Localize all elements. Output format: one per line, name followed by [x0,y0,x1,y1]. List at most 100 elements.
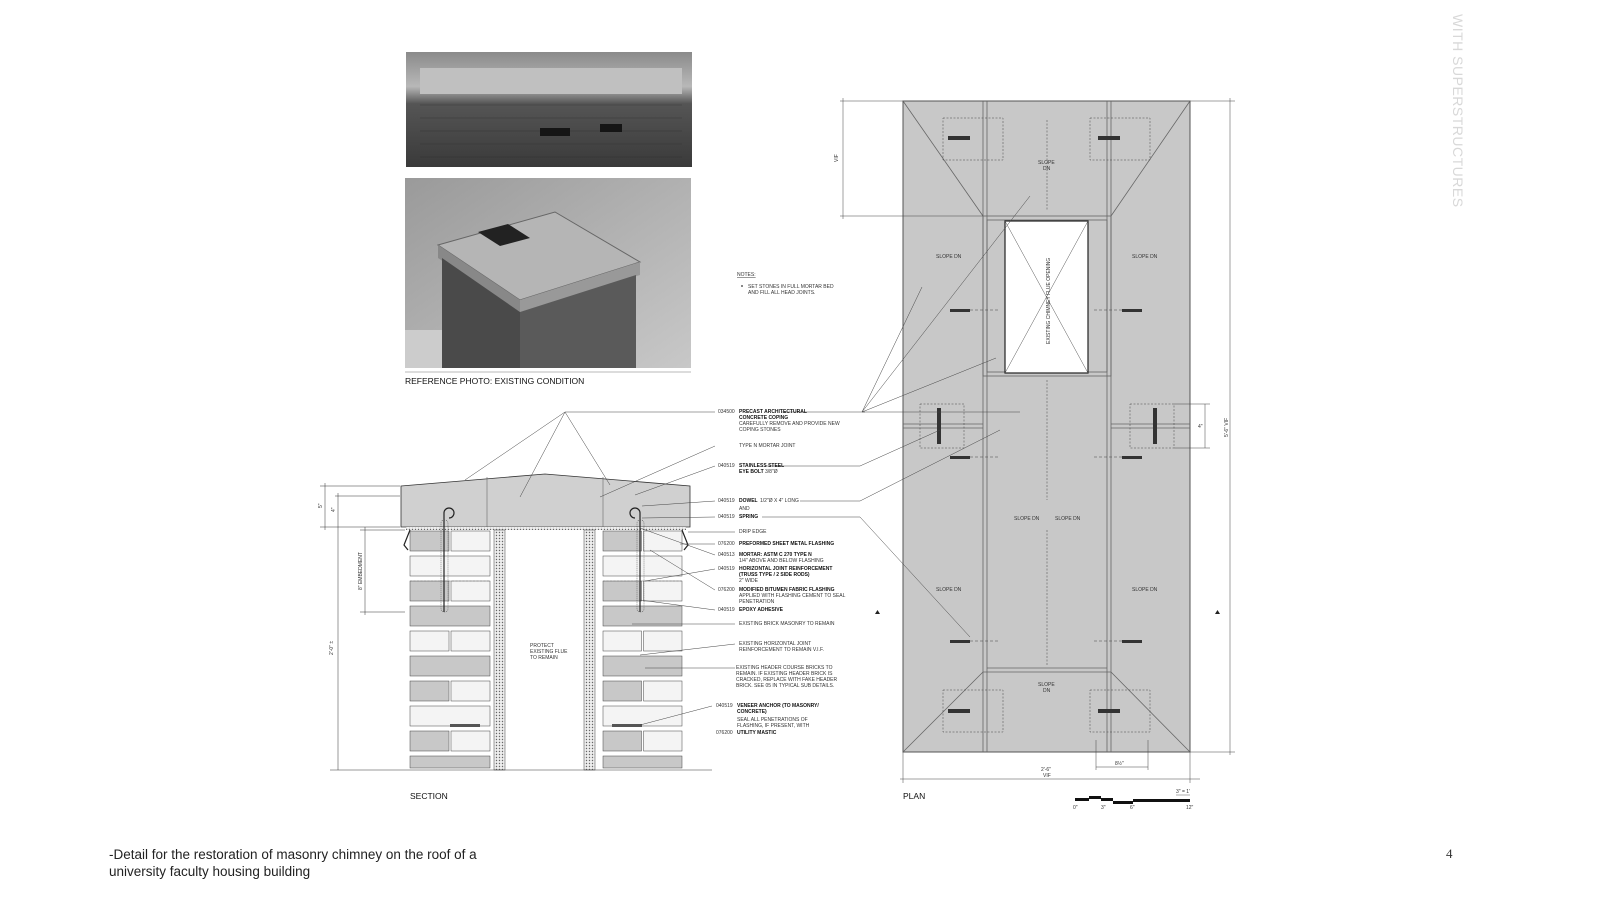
svg-text:EXISTING HEADER COURSE BRICKS: EXISTING HEADER COURSE BRICKS TO [736,665,833,671]
flue-note: EXISTING FLUE [530,649,568,655]
svg-text:040519: 040519 [716,703,733,709]
svg-text:2" WIDE: 2" WIDE [739,578,759,584]
page-number: 4 [1446,846,1453,861]
svg-text:040513: 040513 [718,552,735,558]
photo-caption: REFERENCE PHOTO: EXISTING CONDITION [405,376,584,386]
svg-text:DOWEL: DOWEL [739,498,758,504]
notes-heading: NOTES: [737,272,756,278]
svg-text:1/4" ABOVE AND BELOW FLASHING: 1/4" ABOVE AND BELOW FLASHING [739,558,824,564]
brick [450,630,491,652]
svg-text:FLASHING, IF PRESENT, WITH: FLASHING, IF PRESENT, WITH [737,723,810,729]
brick [450,580,491,602]
svg-text:CAREFULLY REMOVE AND PROVIDE N: CAREFULLY REMOVE AND PROVIDE NEW [739,421,840,427]
annotation-list: 034500 PRECAST ARCHITECTURAL CONCRETE COP… [716,409,846,736]
svg-text:040519: 040519 [718,607,735,613]
svg-text:040519: 040519 [718,498,735,504]
svg-text:034500: 034500 [718,409,735,415]
brick [450,680,491,702]
svg-text:VIF: VIF [834,154,840,162]
slide-caption: -Detail for the restoration of masonry c… [109,846,477,880]
svg-text:1/2"Ø X 4" LONG: 1/2"Ø X 4" LONG [760,498,799,504]
svg-text:APPLIED WITH FLASHING CEMENT T: APPLIED WITH FLASHING CEMENT TO SEAL [739,593,846,599]
svg-text:VENEER ANCHOR (TO MASONRY/: VENEER ANCHOR (TO MASONRY/ [737,703,819,709]
svg-text:CRACKED, REPLACE WITH FAKE HEA: CRACKED, REPLACE WITH FAKE HEADER [736,677,838,683]
svg-text:TYPE N MORTAR JOINT: TYPE N MORTAR JOINT [739,443,795,449]
brick [409,630,450,652]
brick [409,580,450,602]
svg-text:076200: 076200 [716,730,733,736]
brick [409,530,450,552]
svg-text:REINFORCEMENT TO REMAIN V.I.F.: REINFORCEMENT TO REMAIN V.I.F. [739,647,824,653]
svg-text:SLOPE DN: SLOPE DN [1055,516,1081,522]
svg-text:BRICK. SEE 05 IN TYPICAL SUB D: BRICK. SEE 05 IN TYPICAL SUB DETAILS. [736,683,834,689]
brick [602,755,683,769]
brick [602,605,683,627]
svg-text:UTILITY MASTIC: UTILITY MASTIC [737,730,777,736]
svg-text:SLOPE DN: SLOPE DN [1132,587,1158,593]
svg-text:PREFORMED SHEET METAL FLASHING: PREFORMED SHEET METAL FLASHING [739,541,834,547]
brick [409,605,491,627]
svg-text:3" = 1': 3" = 1' [1176,789,1190,795]
svg-text:MORTAR: ASTM C 270 TYPE N: MORTAR: ASTM C 270 TYPE N [739,552,812,558]
brick [409,680,450,702]
brick [602,730,642,752]
svg-text:VIF: VIF [1043,773,1051,779]
svg-text:0": 0" [1073,805,1078,811]
svg-text:SLOPE DN: SLOPE DN [1132,254,1158,260]
svg-text:COPING STONES: COPING STONES [739,427,781,433]
note-line: AND FILL ALL HEAD JOINTS. [748,290,815,296]
svg-text:DRIP EDGE: DRIP EDGE [739,529,767,535]
svg-text:5'-6" VIF: 5'-6" VIF [1224,418,1230,437]
brick [409,730,450,752]
side-title: WITH SUPERSTRUCTURES [1450,14,1466,208]
caption-line: university faculty housing building [109,864,311,879]
svg-text:SPRING: SPRING [739,514,758,520]
dim-5in: 5" [318,503,324,508]
flue-note: TO REMAIN [530,655,558,661]
svg-text:(TRUSS TYPE / 2 SIDE RODS): (TRUSS TYPE / 2 SIDE RODS) [739,572,810,578]
brick [409,655,491,677]
svg-text:SLOPE DN: SLOPE DN [936,587,962,593]
note-line: SET STONES IN FULL MORTAR BED [748,284,834,290]
svg-text:DN: DN [1043,166,1051,172]
brick [450,730,491,752]
svg-text:8½": 8½" [1115,760,1124,767]
brick [643,730,683,752]
svg-text:CONCRETE COPING: CONCRETE COPING [739,415,788,421]
brick [602,655,683,677]
svg-text:12": 12" [1186,805,1194,811]
svg-text:3": 3" [1101,805,1106,811]
svg-text:SLOPE DN: SLOPE DN [936,254,962,260]
svg-text:HORIZONTAL JOINT REINFORCEMENT: HORIZONTAL JOINT REINFORCEMENT [739,566,832,572]
brick [602,705,683,727]
svg-text:EPOXY ADHESIVE: EPOXY ADHESIVE [739,607,784,613]
brick [450,530,491,552]
section-drawing: 5" 4" 8" EMBEDMENT 2'-0" ± PROTECT EXIST… [318,411,865,771]
reference-photo-top [406,52,692,167]
svg-text:040519: 040519 [718,463,735,469]
svg-text:PENETRATION: PENETRATION [739,599,775,605]
svg-text:076200: 076200 [718,541,735,547]
svg-text:EYE BOLT: EYE BOLT [739,469,764,475]
dim-4in: 4" [331,507,337,512]
svg-text:MODIFIED BITUMEN FABRIC FLASHI: MODIFIED BITUMEN FABRIC FLASHING [739,587,835,593]
section-title: SECTION [410,791,448,801]
svg-text:STAINLESS STEEL: STAINLESS STEEL [739,463,784,469]
svg-text:CONCRETE): CONCRETE) [737,709,767,715]
svg-text:2'-6": 2'-6" [1041,767,1051,773]
svg-text:6": 6" [1130,805,1135,811]
svg-text:SLOPE DN: SLOPE DN [1014,516,1040,522]
brick [643,530,683,552]
svg-text:076200: 076200 [718,587,735,593]
brick [602,680,642,702]
caption-line: -Detail for the restoration of masonry c… [109,847,477,862]
flue-opening-label: EXISTING CHIMNEY FLUE OPENING [1046,258,1052,344]
brick [602,580,642,602]
svg-text:SLOPE: SLOPE [1038,160,1055,166]
brick [602,555,683,577]
brick [643,580,683,602]
flue-note: PROTECT [530,643,554,649]
svg-text:DN: DN [1043,688,1051,694]
svg-text:PRECAST ARCHITECTURAL: PRECAST ARCHITECTURAL [739,409,807,415]
